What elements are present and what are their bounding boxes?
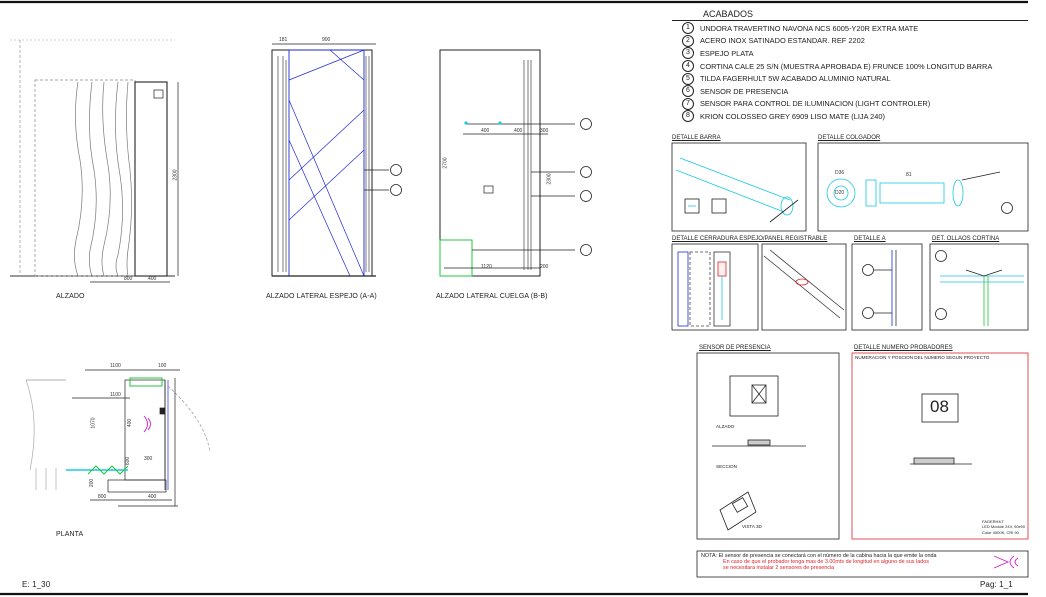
detalle-barra-box [671, 142, 807, 232]
finish-item: 3 ESPEJO PLATA [682, 47, 1028, 60]
note-box [696, 550, 1029, 578]
finish-number: 4 [682, 60, 694, 73]
dim-label: 200 [89, 478, 96, 488]
finish-item: 1 UNDORA TRAVERTINO NAVONA NCS 6005-Y20R … [682, 22, 1028, 35]
finish-number: 5 [682, 72, 694, 85]
note-line-1-text: El sensor de presencia se conectará con … [718, 553, 937, 559]
espejo-drawing [271, 43, 389, 277]
finish-text: SENSOR DE PRESENCIA [700, 86, 789, 96]
dim-label: 900 [322, 37, 331, 43]
dim-label: 1120 [481, 264, 492, 270]
finish-text: CORTINA CALE 25 S/N (MUESTRA APROBADA E)… [700, 61, 993, 71]
sensor-vista-label: VISTA 3D [742, 524, 762, 529]
dim-label: 300 [540, 128, 549, 134]
finish-item: 5 TILDA FAGERHULT 5W ACABADO ALUMINIO NAT… [682, 72, 1028, 85]
detail-caption-cerradura: DETALLE CERRADURA ESPEJO/PANEL REGISTRAB… [672, 236, 828, 242]
dim-label: 400 [127, 418, 134, 428]
dim-label: 400 [148, 494, 157, 500]
dim-label: 181 [279, 37, 288, 43]
view-title-planta: PLANTA [56, 531, 84, 538]
finish-item: 6 SENSOR DE PRESENCIA [682, 85, 1028, 98]
finish-text: SENSOR PARA CONTROL DE ILUMINACION (LIGH… [700, 99, 931, 109]
detalle-cerradura-box-1 [671, 243, 759, 331]
finish-text: UNDORA TRAVERTINO NAVONA NCS 6005-Y20R E… [700, 23, 919, 33]
page-label: Pag: 1_1 [980, 580, 1013, 589]
dim-label: 200 [540, 264, 549, 270]
dim-label: 400 [514, 128, 523, 134]
finish-number: 6 [682, 85, 694, 98]
detail-caption-a: DETALLE A [854, 236, 886, 242]
detail-caption-sensor: SENSOR DE PRESENCIA [699, 345, 771, 351]
finish-text: ESPEJO PLATA [700, 48, 754, 58]
finish-item: 8 KRION COLOSSEO GREY 6909 LISO MATE (LIJ… [682, 110, 1028, 123]
dim-label: 300 [144, 456, 153, 462]
finish-text: ACERO INOX SATINADO ESTANDAR. REF 2202 [700, 36, 865, 46]
dim-label: 400 [148, 276, 157, 282]
numero-specs: FAGERHILT LED Module 24V, 90x90 Color 40… [982, 519, 1025, 535]
finish-number: 1 [682, 22, 694, 35]
finish-item: 4 CORTINA CALE 25 S/N (MUESTRA APROBADA E… [682, 60, 1028, 73]
finish-text: KRION COLOSSEO GREY 6909 LISO MATE (LIJA… [700, 111, 885, 121]
view-title-alzado: ALZADO [56, 293, 85, 300]
note-label: NOTA: [701, 553, 718, 559]
dim-label: 1100 [110, 392, 121, 398]
finish-text: TILDA FAGERHULT 5W ACABADO ALUMINIO NATU… [700, 74, 891, 84]
finish-item: 7 SENSOR PARA CONTROL DE ILUMINACION (LIG… [682, 97, 1028, 111]
dim-label: 800 [124, 276, 133, 282]
finish-number: 3 [682, 47, 694, 60]
dim-label: 100 [158, 363, 167, 369]
finish-number: 8 [682, 110, 694, 123]
alzado-drawing [10, 39, 179, 283]
numero-display: 08 [930, 397, 949, 416]
scale-label: E: 1_30 [22, 580, 51, 589]
numero-box [851, 352, 1029, 540]
detail-caption-barra: DETALLE BARRA [672, 135, 721, 141]
detalle-cerradura-box-2 [761, 243, 847, 331]
detail-caption-colgador: DETALLE COLGADOR [818, 135, 881, 141]
detail-caption-ollaos: DET. OLLAOS CORTINA [932, 236, 1000, 242]
dim-label: 600 [125, 456, 132, 466]
cuelga-drawing [439, 49, 575, 277]
note-text: NOTA: El sensor de presencia se conectar… [701, 553, 936, 571]
detail-caption-numero: DETALLE NUMERO PROBADORES [854, 345, 953, 351]
dim-label: 1100 [110, 363, 121, 369]
finish-item: 2 ACERO INOX SATINADO ESTANDAR. REF 2202 [682, 34, 1028, 48]
dim-label: 2700 [442, 157, 449, 169]
view-title-espejo: ALZADO LATERAL ESPEJO (A-A) [266, 293, 377, 300]
detalle-colgador-box [817, 142, 1029, 232]
numero-spec-line: Color 4000K, CRI 90 [982, 529, 1019, 535]
dim-label: 800 [98, 494, 107, 500]
finish-number: 2 [682, 34, 694, 47]
sensor-alzado-label: ALZADO [716, 424, 735, 429]
sensor-seccion-label: SECCION [716, 464, 737, 469]
dim-label: 2300 [546, 173, 553, 185]
finishes-title: ACABADOS [672, 9, 1028, 21]
detalle-ollaos-box [929, 243, 1029, 331]
finishes-list: 1 UNDORA TRAVERTINO NAVONA NCS 6005-Y20R … [672, 21, 1028, 123]
numero-spec-line: LED Module 24V, 90x90 [982, 524, 1025, 530]
note-line-3: se necesitara instalar 2 sensores de pre… [723, 565, 835, 571]
finishes-legend: ACABADOS 1 UNDORA TRAVERTINO NAVONA NCS 6… [672, 9, 1028, 123]
note-line-1: NOTA: El sensor de presencia se conectar… [701, 553, 936, 559]
view-title-cuelga: ALZADO LATERAL CUELGA (B-B) [436, 293, 548, 300]
sensor-box [696, 352, 840, 540]
numero-subtitle: NUMERACION Y POSCION DEL NUMERO SEGUN PR… [855, 355, 990, 360]
dim-label: 2300 [172, 169, 179, 181]
dim-label: D20 [835, 190, 845, 196]
dim-label: 81 [906, 172, 912, 178]
note-line-2: En caso de que el probador tenga mas de … [723, 559, 929, 565]
planta-drawing [25, 369, 211, 507]
dim-label: D36 [835, 170, 845, 176]
numero-spec-line: FAGERHILT [982, 519, 1004, 524]
detalle-a-box [851, 243, 923, 331]
dim-label: 1070 [90, 417, 97, 429]
dim-label: 400 [481, 128, 490, 134]
finish-number: 7 [682, 97, 694, 110]
